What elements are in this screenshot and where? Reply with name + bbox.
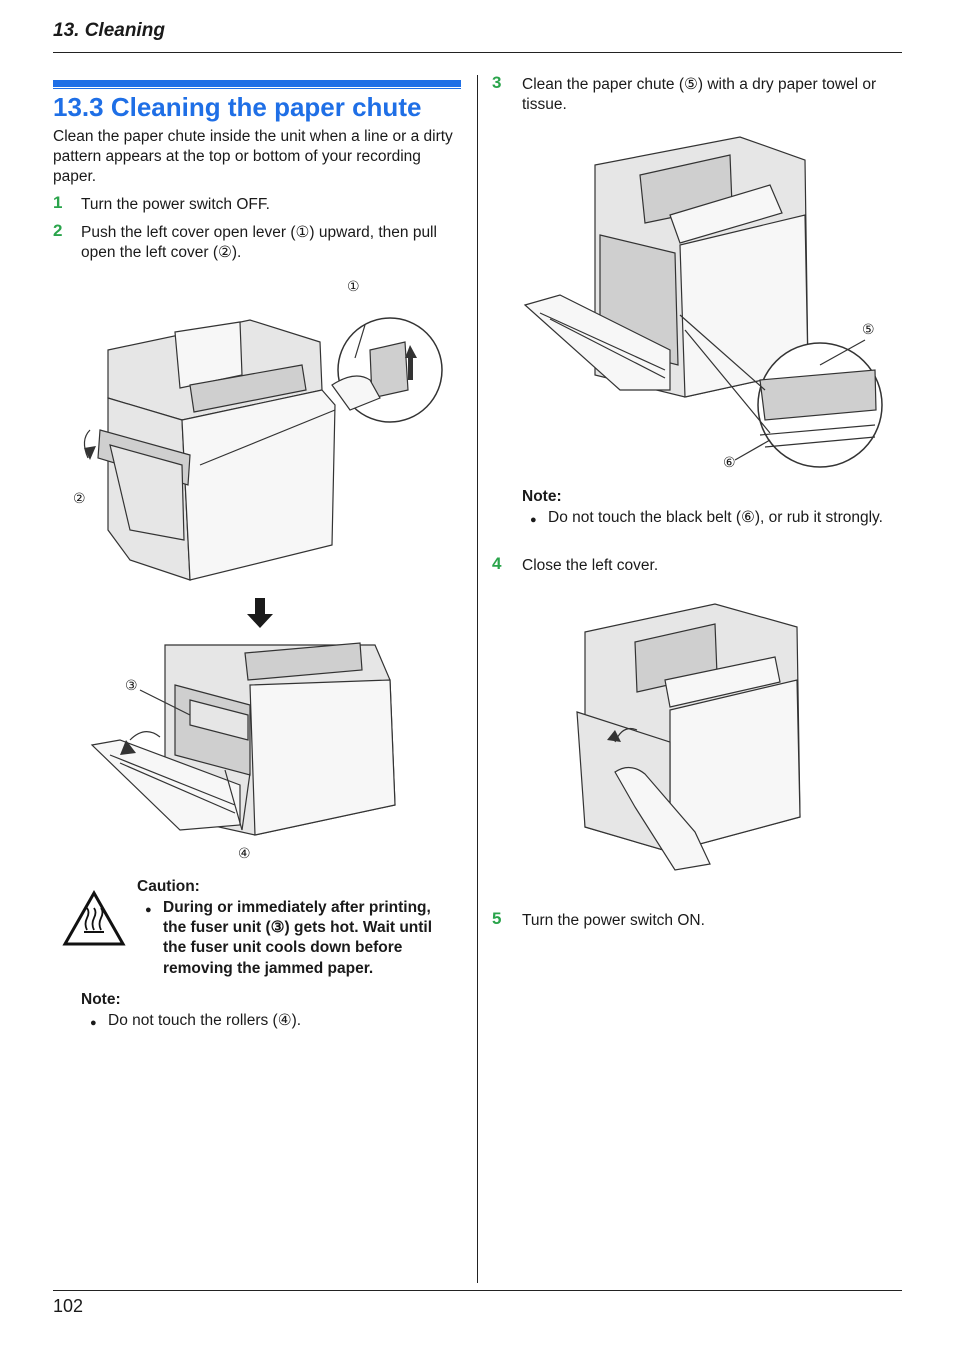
- header-rule: [53, 52, 902, 53]
- down-arrow-icon: [247, 598, 273, 628]
- callout-fuser-unit: ③: [125, 678, 138, 694]
- step-2-text-line1: Push the left cover open lever (①) upwar…: [81, 224, 437, 241]
- illustration-fuser-rollers: [90, 642, 396, 836]
- section-intro: Clean the paper chute inside the unit wh…: [53, 128, 453, 185]
- caution-label: Caution:: [137, 878, 200, 895]
- step-5-text: Turn the power switch ON.: [522, 912, 705, 929]
- caution-line-3: the fuser unit cools down before: [163, 939, 403, 956]
- illustration-open-left-cover: [83, 317, 443, 581]
- section-heading-underline: [53, 88, 461, 89]
- step-4-text: Close the left cover.: [522, 557, 659, 574]
- hot-surface-warning-icon: [62, 889, 126, 946]
- chapter-title: 13. Cleaning: [53, 20, 165, 41]
- step-3-number: 3: [492, 73, 502, 92]
- callout-paper-chute: ⑤: [862, 322, 875, 338]
- note-left-label: Note:: [81, 991, 121, 1008]
- caution-line-4: removing the jammed paper.: [163, 960, 374, 977]
- section-title: 13.3 Cleaning the paper chute: [53, 92, 422, 122]
- note-right-text: Do not touch the black belt (⑥), or rub …: [530, 508, 883, 530]
- footer-rule: [53, 1290, 902, 1291]
- step-1-text: Turn the power switch OFF.: [81, 196, 270, 213]
- section-heading-bar: [53, 80, 461, 87]
- step-3-text-line1: Clean the paper chute (⑤) with a dry pap…: [522, 76, 877, 93]
- page-number: 102: [53, 1296, 84, 1316]
- caution-line-1: During or immediately after printing,: [145, 898, 431, 920]
- column-divider: [477, 75, 478, 1283]
- callout-black-belt: ⑥: [723, 455, 736, 471]
- note-left-text: Do not touch the rollers (④).: [90, 1011, 301, 1033]
- step-5-number: 5: [492, 909, 502, 928]
- illustration-close-left-cover: [576, 603, 801, 871]
- step-2-number: 2: [53, 221, 63, 240]
- step-3-text-line2: tissue.: [522, 96, 567, 113]
- illustration-paper-chute: [523, 136, 883, 468]
- step-4-number: 4: [492, 554, 502, 573]
- note-right-label: Note:: [522, 488, 562, 505]
- step-1-number: 1: [53, 193, 63, 212]
- callout-rollers: ④: [238, 846, 251, 862]
- step-2-text-line2: open the left cover (②).: [81, 244, 242, 261]
- callout-left-cover: ②: [73, 491, 86, 507]
- caution-line-2: the fuser unit (③) gets hot. Wait until: [163, 919, 433, 936]
- callout-lever: ①: [347, 279, 360, 295]
